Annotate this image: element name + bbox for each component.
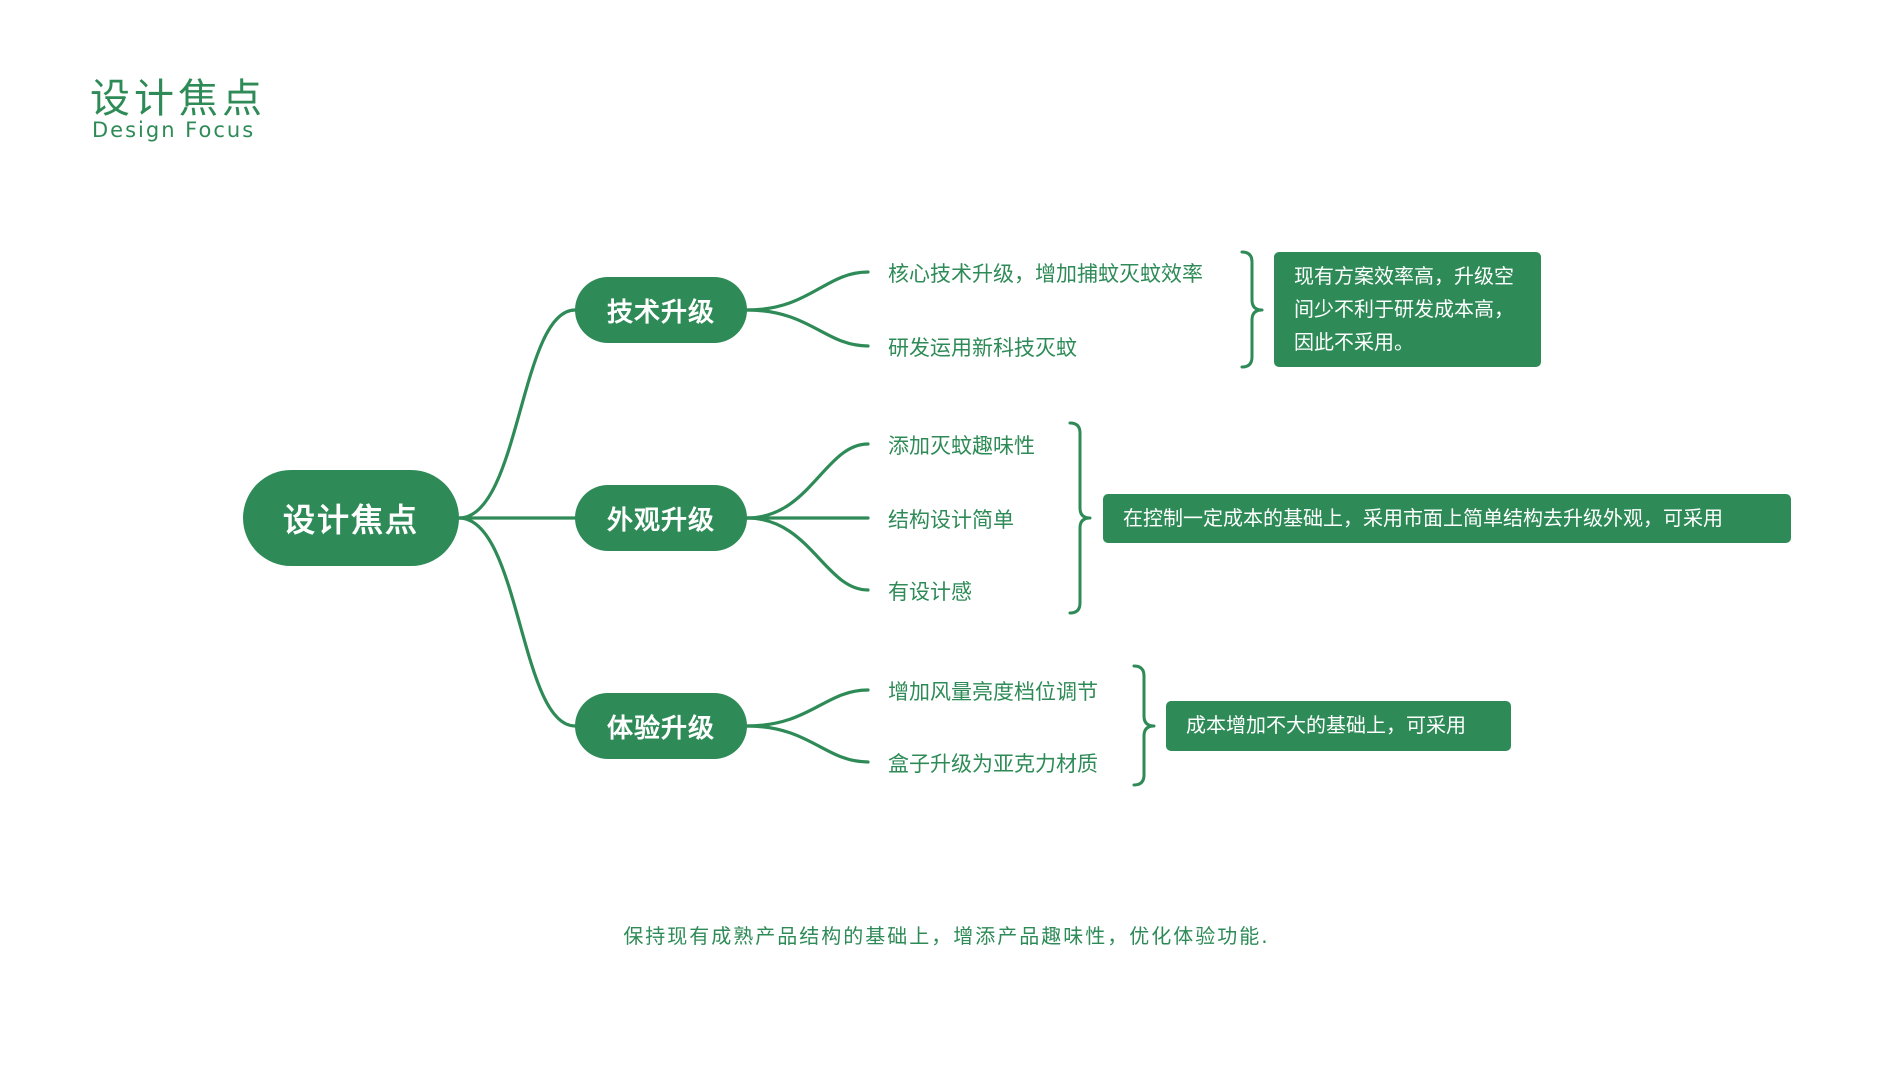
note-appearance: 在控制一定成本的基础上，采用市面上简单结构去升级外观，可采用: [1103, 494, 1791, 543]
leaf-experience-2: 盒子升级为亚克力材质: [888, 752, 1098, 776]
connector-root-branch-3: [457, 516, 577, 728]
branch-node-appearance: 外观升级: [575, 485, 747, 551]
branch-node-tech: 技术升级: [575, 277, 747, 343]
connector-branch-1-leaf-1: [745, 270, 870, 312]
connector-branch-2-leaf-1: [745, 442, 870, 520]
root-node: 设计焦点: [243, 470, 459, 566]
connector-branch-1-leaf-2: [745, 308, 870, 348]
note-tech: 现有方案效率高，升级空间少不利于研发成本高，因此不采用。: [1274, 252, 1541, 367]
leaf-appearance-2: 结构设计简单: [888, 508, 1014, 532]
brace-1: [1240, 250, 1264, 369]
leaf-appearance-3: 有设计感: [888, 580, 972, 604]
connector-branch-3-leaf-1: [745, 688, 870, 728]
brace-2: [1068, 421, 1092, 615]
page-subtitle: Design Focus: [92, 118, 256, 142]
footer-summary: 保持现有成熟产品结构的基础上，增添产品趣味性，优化体验功能.: [623, 924, 1270, 948]
leaf-experience-1: 增加风量亮度档位调节: [888, 680, 1098, 704]
leaf-tech-2: 研发运用新科技灭蚊: [888, 336, 1077, 360]
connector-root-branch-1: [457, 308, 577, 520]
brace-3: [1132, 664, 1156, 787]
note-experience: 成本增加不大的基础上，可采用: [1166, 701, 1511, 751]
branch-node-experience: 体验升级: [575, 693, 747, 759]
leaf-tech-1: 核心技术升级，增加捕蚊灭蚊效率: [888, 262, 1203, 286]
connector-branch-2-leaf-3: [745, 516, 870, 592]
page-title: 设计焦点: [90, 76, 266, 122]
leaf-appearance-1: 添加灭蚊趣味性: [888, 434, 1035, 458]
connector-branch-3-leaf-2: [745, 724, 870, 764]
